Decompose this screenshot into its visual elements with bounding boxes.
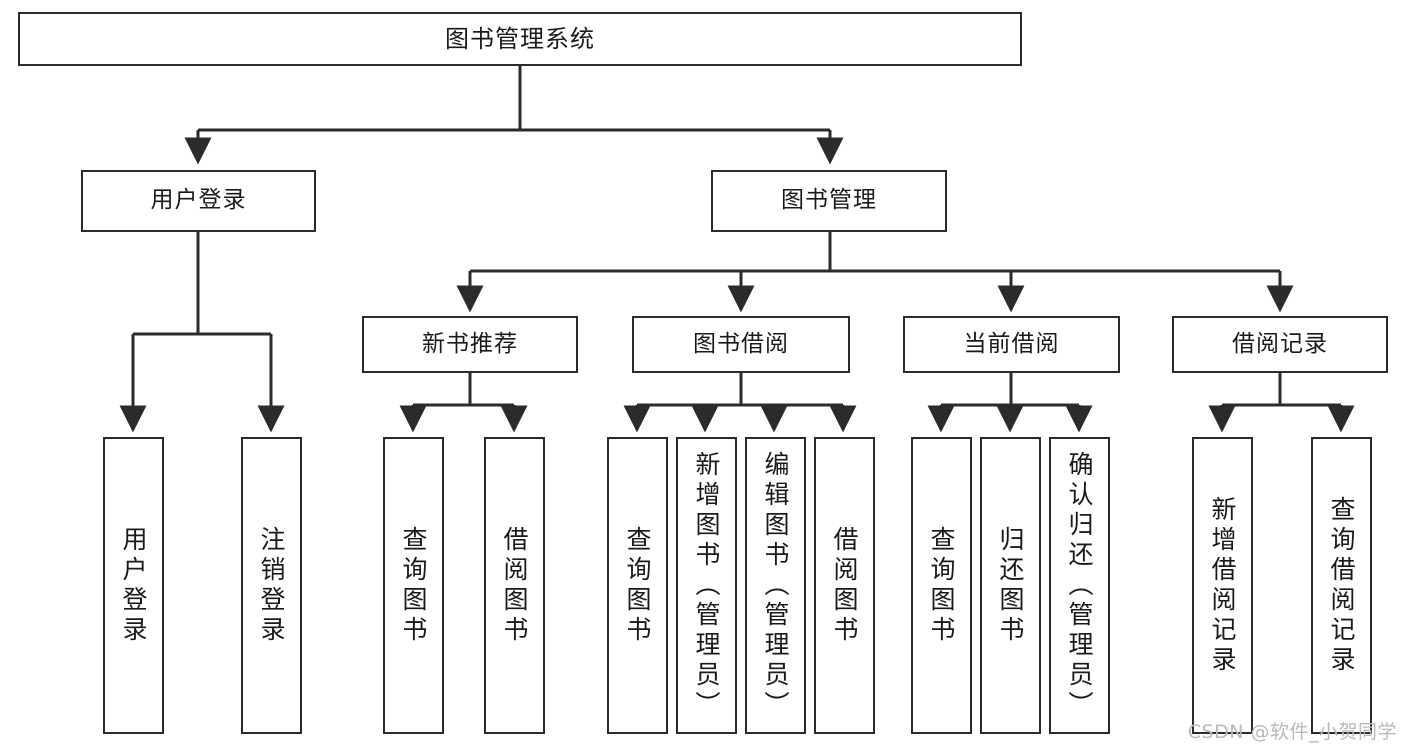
leaf-confirm-return[interactable]: 确认归还（管理员） — [1049, 437, 1110, 734]
node-label: 图书管理系统 — [445, 24, 595, 53]
watermark: CSDN @软件_小贺同学 — [1187, 721, 1397, 743]
node-label: 借阅图书 — [500, 525, 529, 646]
leaf-add-record[interactable]: 新增借阅记录 — [1192, 437, 1253, 734]
leaf-user-login[interactable]: 用户登录 — [103, 437, 164, 734]
node-label: 新增借阅记录 — [1208, 495, 1237, 676]
node-user-login[interactable]: 用户登录 — [81, 170, 316, 232]
node-label: 新增图书（管理员） — [692, 450, 721, 721]
node-label: 注销登录 — [257, 525, 286, 646]
leaf-return-book[interactable]: 归还图书 — [980, 437, 1041, 734]
node-label: 查询借阅记录 — [1327, 495, 1356, 676]
leaf-edit-book[interactable]: 编辑图书（管理员） — [745, 437, 806, 734]
node-label: 借阅图书 — [830, 525, 859, 646]
node-label: 查询图书 — [399, 525, 428, 646]
node-label: 用户登录 — [119, 525, 148, 646]
node-label: 图书借阅 — [693, 330, 789, 357]
node-label: 新书推荐 — [422, 330, 518, 357]
node-label: 查询图书 — [623, 525, 652, 646]
leaf-logout-login[interactable]: 注销登录 — [241, 437, 302, 734]
node-label: 确认归还（管理员） — [1065, 450, 1094, 721]
node-label: 编辑图书（管理员） — [761, 450, 790, 721]
leaf-borrow-book-1[interactable]: 借阅图书 — [484, 437, 545, 734]
node-root-system[interactable]: 图书管理系统 — [18, 12, 1022, 66]
node-borrow-record[interactable]: 借阅记录 — [1172, 316, 1388, 373]
node-label: 归还图书 — [996, 525, 1025, 646]
node-current-borrow[interactable]: 当前借阅 — [903, 316, 1120, 373]
leaf-add-book[interactable]: 新增图书（管理员） — [676, 437, 737, 734]
leaf-query-book-2[interactable]: 查询图书 — [607, 437, 668, 734]
node-new-book-recommend[interactable]: 新书推荐 — [362, 316, 578, 373]
leaf-query-book-1[interactable]: 查询图书 — [383, 437, 444, 734]
leaf-query-book-3[interactable]: 查询图书 — [911, 437, 972, 734]
node-label: 当前借阅 — [963, 330, 1060, 357]
leaf-borrow-book-2[interactable]: 借阅图书 — [814, 437, 875, 734]
node-label: 用户登录 — [150, 187, 247, 214]
node-label: 查询图书 — [927, 525, 956, 646]
node-label: 借阅记录 — [1232, 330, 1328, 357]
node-book-manage[interactable]: 图书管理 — [711, 170, 947, 232]
node-book-borrow[interactable]: 图书借阅 — [632, 316, 850, 373]
leaf-query-record[interactable]: 查询借阅记录 — [1311, 437, 1372, 734]
node-label: 图书管理 — [781, 187, 877, 214]
